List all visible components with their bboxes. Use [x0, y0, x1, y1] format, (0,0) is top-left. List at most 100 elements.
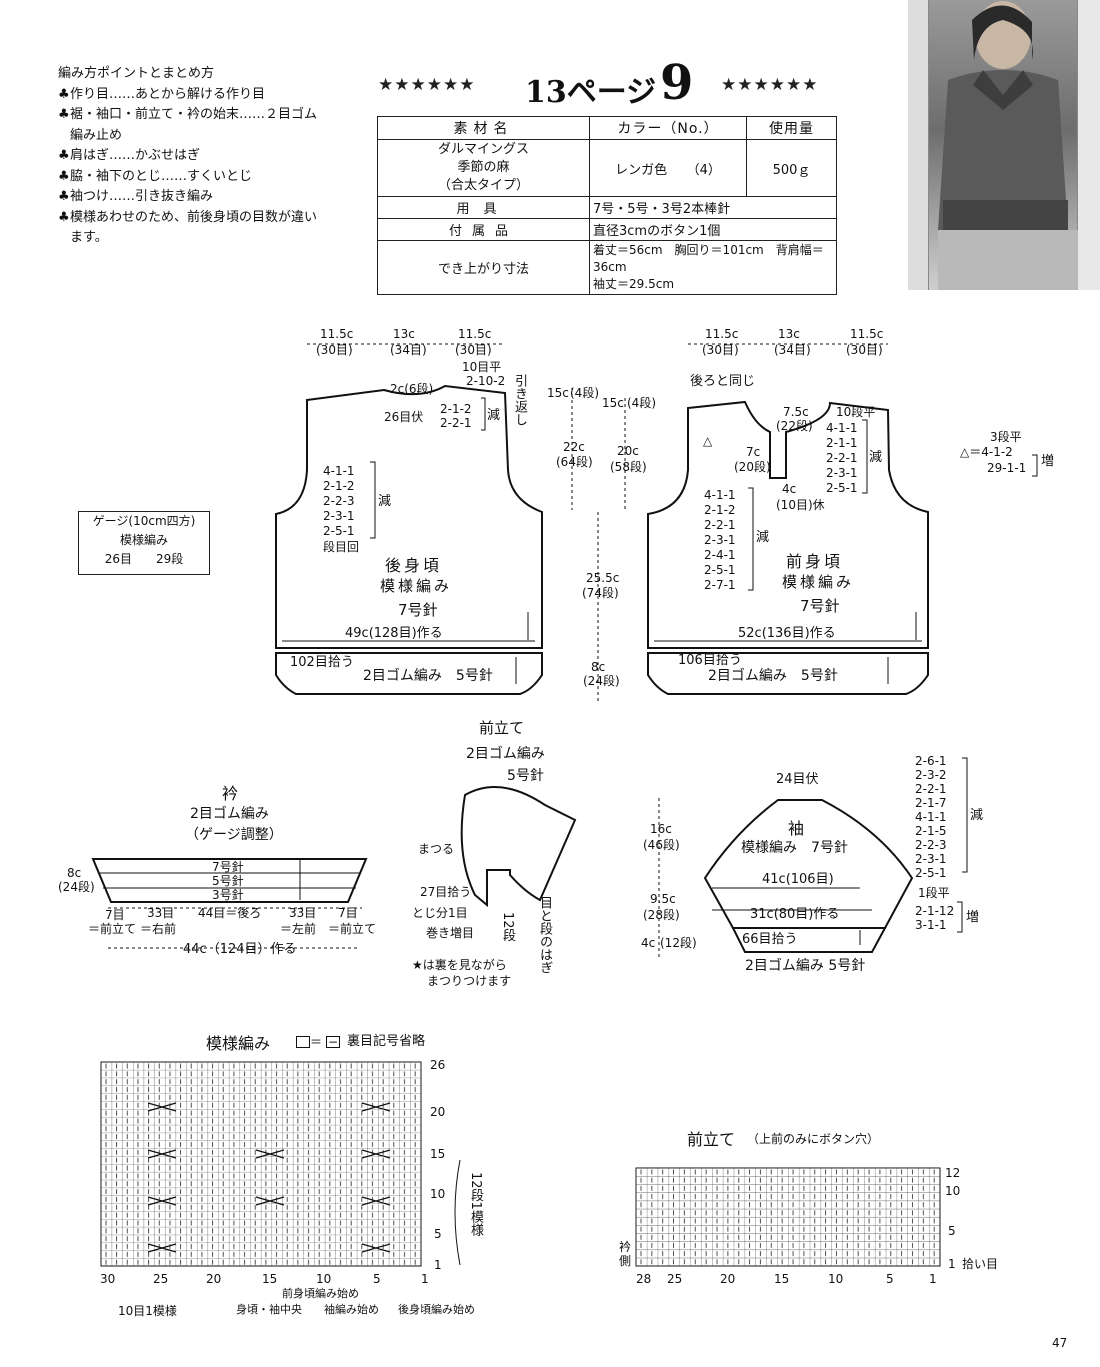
collar-part: ＝前立て [328, 922, 377, 936]
front-dim: (30目) [846, 343, 883, 357]
note-item: 作り目……あとから解ける作り目 [70, 86, 266, 102]
front-placket: (10目)休 [776, 498, 825, 512]
note-item: 肩はぎ……かぶせはぎ [70, 148, 201, 163]
dim-b: (64段) [556, 455, 593, 469]
chart2-col-label: 5 [886, 1272, 894, 1286]
dim-a: 15c [547, 386, 569, 400]
yarn-color: レンガ色 （4） [589, 139, 747, 197]
front-needle: 7号針 [800, 597, 840, 615]
col-color: カラー（No.） [589, 116, 747, 140]
note-item: 袖つけ……引き抜き編み [70, 189, 214, 204]
front-pattern: 模様編み [782, 573, 855, 591]
chart1-title: 模様編み [206, 1034, 271, 1053]
sleeve-inc: 3-1-1 [915, 918, 947, 932]
dim-c: 25.5c [586, 571, 620, 585]
placket-star-note: ★は裏を見ながら [412, 958, 507, 972]
back-rib: 2目ゴム編み 5号針 [363, 668, 493, 684]
notes-heading: 編み方ポイントとまとめ方 [58, 66, 215, 81]
back-arm: 4-1-1 [323, 464, 355, 478]
dim-f: (58段) [610, 460, 647, 474]
sleeve-pattern: 模様編み 7号針 [741, 840, 848, 856]
size-label: でき上がり寸法 [377, 240, 590, 295]
sleeve-cap: 2-5-1 [915, 866, 947, 880]
front-dim: (30目) [702, 343, 739, 357]
collar-part: 7目 [338, 906, 358, 920]
chart2-row-label: 5 [948, 1224, 956, 1238]
dec-label: 減 [970, 808, 984, 823]
chart2-pick: 拾い目 [962, 1257, 999, 1271]
club-icon: ♣ [58, 107, 70, 122]
dec-label: 減 [378, 494, 392, 509]
accessories-label: 付属品 [377, 218, 590, 241]
gauge-count: 26目 29段 [104, 552, 184, 566]
chart1-col-label: 20 [206, 1272, 222, 1286]
back-arm: 2-5-1 [323, 524, 355, 538]
dec-label: 減 [756, 530, 770, 545]
front-neck-dec: 10段平 [836, 405, 876, 419]
back-pattern: 模様編み [380, 577, 453, 595]
placket-matsuro: まつる [418, 842, 455, 856]
chart2-col-label: 15 [774, 1272, 790, 1286]
front-dim: (34目) [774, 343, 811, 357]
model-photo [908, 0, 1100, 290]
placket-toji: とじ分1目 [412, 906, 468, 920]
sleeve-flat: 1段平 [918, 886, 950, 900]
sleeve-outline [703, 799, 914, 929]
chart1-row-label: 15 [430, 1147, 446, 1161]
front-name: 前身頃 [786, 552, 844, 571]
size-line: 袖丈＝29.5cm [593, 277, 675, 291]
front-neck-dec: 2-2-1 [826, 451, 858, 465]
chart2-row-label: 12 [945, 1166, 961, 1180]
sleeve-height: (46段) [643, 838, 680, 852]
dec-label: 減 [869, 450, 883, 465]
yarn-cell: ダルマイングス 季節の麻 （合太タイプ） [377, 139, 590, 197]
cable-marks [147, 1102, 391, 1253]
club-icon: ♣ [58, 209, 70, 225]
sleeve-height: 4c [641, 936, 656, 950]
yarn-name: ダルマイングス [437, 142, 529, 157]
collar-part: ＝左前 [280, 922, 317, 936]
collar-part: 33目 [147, 906, 175, 920]
front-side: 3段平 [990, 430, 1022, 444]
chart2-col-label: 25 [667, 1272, 683, 1286]
front-rib-outline [647, 652, 929, 695]
front-arm: 2-2-1 [704, 518, 736, 532]
front-rib: 2目ゴム編み 5号針 [708, 668, 838, 684]
sleeve-cap: 2-1-5 [915, 824, 947, 838]
chart1-col-label: 1 [421, 1272, 429, 1286]
collar-height: 8c [67, 866, 82, 880]
sleeve-cap: 2-3-2 [915, 768, 947, 782]
front-arm: 2-1-2 [704, 503, 736, 517]
sleeve-height: (12段) [660, 936, 697, 950]
dim-a: (4段) [570, 386, 599, 400]
legend-blank-icon [296, 1036, 310, 1048]
note-item: 裾・袖口・前立て・衿の始末……２目ゴム [70, 107, 318, 122]
dim-e: 15c [602, 396, 624, 410]
collar-needle: 3号針 [212, 888, 244, 902]
sleeve-width: 41c(106目) [762, 872, 834, 887]
chart2-col-label: 10 [828, 1272, 844, 1286]
gauge-pattern: 模様編み [119, 533, 168, 547]
placket-needle: 5号針 [507, 768, 544, 784]
chart1-marker: 前身頃編み始め [282, 1287, 359, 1300]
placket-sketch [460, 786, 577, 908]
yarn-weight: （合太タイプ） [437, 178, 529, 193]
size-value: 着丈＝56cm 胸回り＝101cm 背肩幅＝36cm 袖丈＝29.5cm [589, 240, 837, 295]
placket-name: 前立て [479, 719, 525, 737]
collar-cast: 44c（124目）作る [183, 942, 297, 957]
collar-rib: 2目ゴム編み [190, 806, 269, 822]
chart1-marker: 後身頃編み始め [398, 1303, 475, 1316]
placket-pick: 27目拾う [420, 885, 472, 899]
collar-part: 7目 [105, 908, 125, 922]
back-pickup: 102目拾う [290, 655, 354, 670]
collar-needle: 5号針 [212, 874, 244, 888]
back-shoulder-note: 引き返し [512, 374, 527, 426]
front-neck: 7.5c [783, 405, 809, 419]
collar-part: ＝前立て [88, 922, 137, 936]
title-page: 13ページ [525, 75, 657, 110]
chart1-repeat-rows: 12段1模様 [468, 1172, 483, 1236]
sleeve-height: 9.5c [650, 892, 676, 906]
materials-table: 素材名 カラー（No.） 使用量 ダルマイングス 季節の麻 （合太タイプ） レン… [377, 116, 837, 295]
back-arm: 段目回 [323, 540, 360, 554]
